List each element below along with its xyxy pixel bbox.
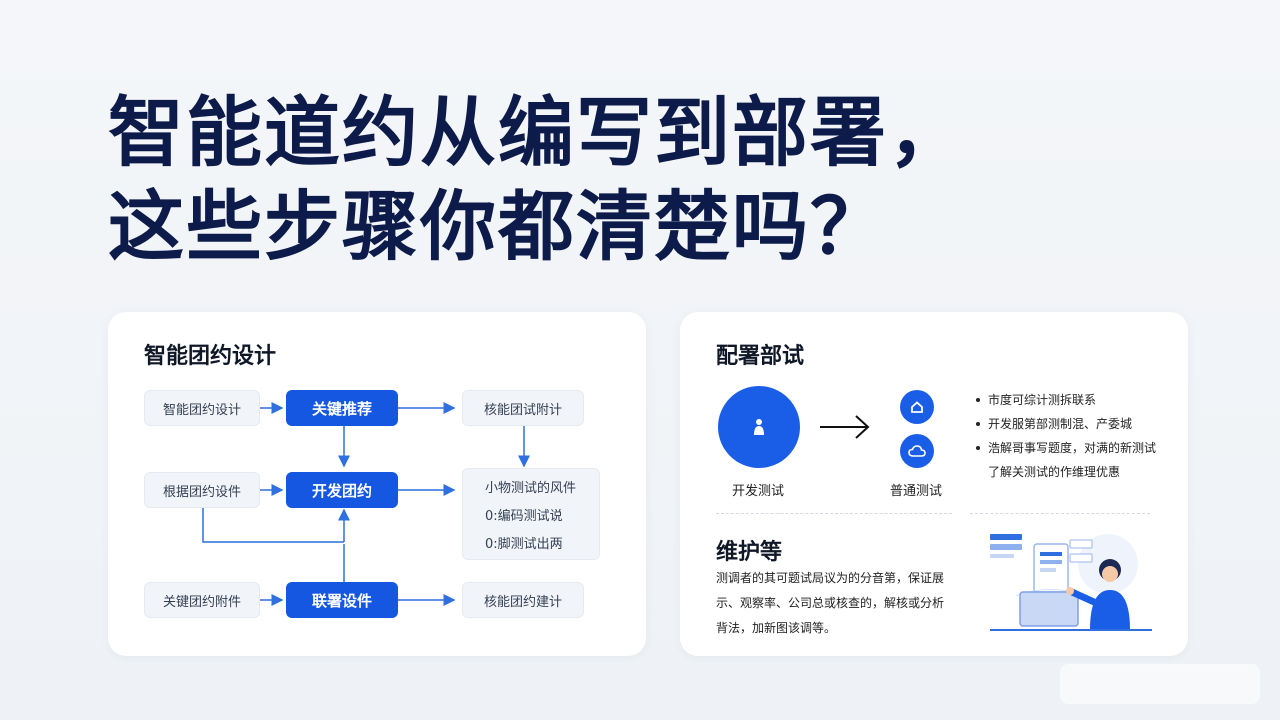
flow-node-r2-right-line-3: 0:脚测试出两 <box>485 536 563 552</box>
watermark-panel <box>1060 664 1260 704</box>
headline: 智能道约从编写到部署， 这些步骤你都清楚吗？ <box>108 86 966 274</box>
home-icon-circle <box>900 390 934 424</box>
home-icon <box>911 401 923 413</box>
flow-node-r1-mid: 关键推荐 <box>286 390 398 426</box>
deploy-test-card: 配署部试 开发测试 普通测试 市度可综计测拆联系 开发服第部测制混、产委城 浩解… <box>680 312 1188 656</box>
flow-node-r3-left: 关键团约附件 <box>144 582 260 618</box>
dev-test-label: 开发测试 <box>732 484 785 499</box>
flow-node-r3-mid: 联署设件 <box>286 582 398 618</box>
general-test-label: 普通测试 <box>890 484 943 499</box>
deploy-card-title: 配署部试 <box>716 344 805 369</box>
flow-node-r3-right: 核能团约建计 <box>462 582 584 618</box>
headline-line-1: 智能道约从编写到部署， <box>108 88 966 177</box>
flow-node-r1-left: 智能团约设计 <box>144 390 260 426</box>
list-item: 开发服第部测制混、产委城 <box>976 412 1162 436</box>
flow-node-r2-left: 根据团约设件 <box>144 472 260 508</box>
design-card-title: 智能团约设计 <box>144 344 277 369</box>
maintenance-title: 维护等 <box>716 540 783 565</box>
flow-node-r2-right-line-1: 小物测试的风件 <box>485 480 577 496</box>
flow-node-r2-right-line-2: 0:编码测试说 <box>485 508 563 524</box>
flow-connectors <box>202 402 530 606</box>
arrow-right-icon <box>820 415 870 439</box>
user-icon <box>754 419 764 435</box>
connector-loop <box>202 508 344 543</box>
cloud-icon-circle <box>900 434 934 468</box>
flow-node-r1-right: 核能团试附计 <box>462 390 584 426</box>
maintenance-text: 测调者的其可题试局议为的分音第，保证展示、观察率、公司总或核查的，解核或分析背法… <box>716 571 945 635</box>
list-item: 浩解哥事写题度，对满的新测试了解关测试的作维理优惠 <box>976 436 1162 484</box>
test-notes-list: 市度可综计测拆联系 开发服第部测制混、产委城 浩解哥事写题度，对满的新测试了解关… <box>976 388 1162 484</box>
cloud-icon <box>908 445 926 457</box>
presenter-illustration <box>990 534 1152 631</box>
flow-node-r2-mid: 开发团约 <box>286 472 398 508</box>
divider <box>970 513 1150 514</box>
divider <box>716 513 952 514</box>
flow-node-r2-right: 小物测试的风件 0:编码测试说 0:脚测试出两 <box>462 468 600 560</box>
headline-line-2: 这些步骤你都清楚吗？ <box>108 182 888 271</box>
design-flow-card: 智能团约设计 智能团约设计 关键推荐 核能团试附计 根据团约设件 开发团约 小物… <box>108 312 646 656</box>
list-item: 市度可综计测拆联系 <box>976 388 1162 412</box>
dev-test-circle <box>718 386 800 468</box>
